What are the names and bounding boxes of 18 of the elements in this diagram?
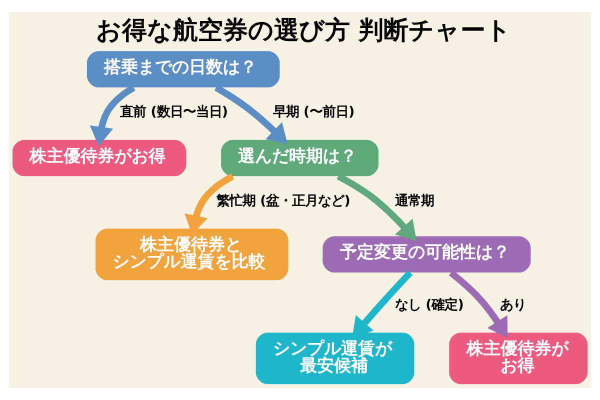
edge-label: 早期 (〜前日) bbox=[272, 105, 355, 120]
node-box: 株主優待券とシンプル運賃を比較 bbox=[96, 228, 288, 280]
arrow bbox=[448, 270, 508, 338]
edge-label: 通常期 bbox=[394, 194, 434, 209]
diagram-title: お得な航空券の選び方 判断チャート bbox=[96, 16, 512, 45]
arrow bbox=[336, 173, 417, 241]
node-box: 選んだ時期は？ bbox=[221, 140, 378, 176]
arrow bbox=[214, 84, 288, 144]
edge-label: 直前 (数日〜当日) bbox=[120, 105, 228, 120]
edge-label: 繁忙期 (盆・正月など) bbox=[216, 194, 350, 209]
node-box: 株主優待券がお得 bbox=[449, 332, 588, 384]
edge-label: あり bbox=[500, 298, 526, 313]
node-box: 予定変更の可能性は？ bbox=[322, 236, 531, 273]
arrow bbox=[90, 84, 136, 146]
node-box: シンプル運賃が最安候補 bbox=[256, 332, 414, 384]
edge-label: なし (確定) bbox=[394, 298, 464, 313]
node-box: 株主優待券がお得 bbox=[12, 140, 186, 176]
node-box: 搭乗までの日数は？ bbox=[86, 51, 280, 88]
